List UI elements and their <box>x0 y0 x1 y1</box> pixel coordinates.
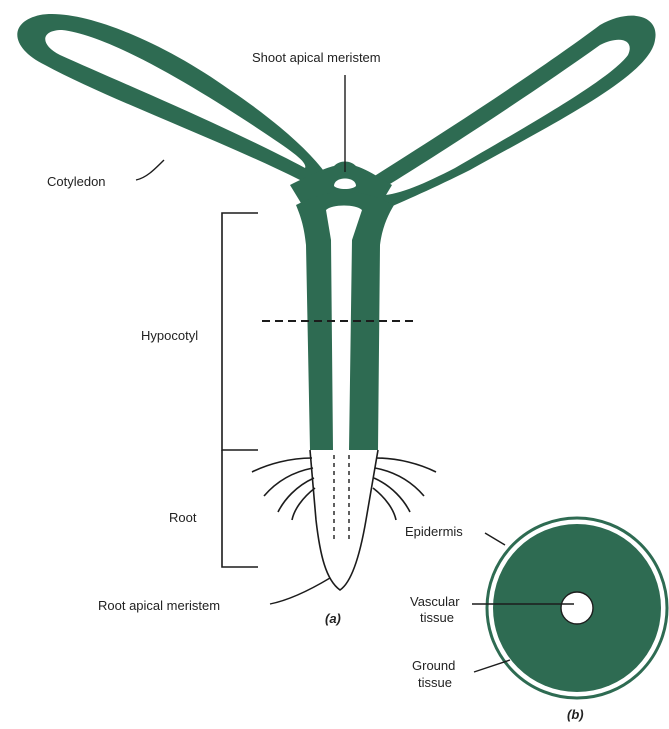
root-label: Root <box>169 510 197 525</box>
ground-tissue-leader <box>474 660 510 672</box>
caption-a: (a) <box>325 611 341 626</box>
cotyledon-label: Cotyledon <box>47 174 106 189</box>
hypocotyl-label: Hypocotyl <box>141 328 198 343</box>
root <box>310 450 378 590</box>
epidermis-leader <box>485 533 505 545</box>
root-apical-meristem-label: Root apical meristem <box>98 598 220 613</box>
cotyledon-leader <box>136 160 164 180</box>
ground-tissue-label-line1: Ground <box>412 658 455 673</box>
cross-section-panel-b: Epidermis Vascular tissue Ground tissue … <box>405 518 667 722</box>
right-cotyledon-lumen <box>372 40 630 196</box>
ground-tissue-label-line2: tissue <box>418 675 452 690</box>
root-hairs-left <box>252 458 315 520</box>
root-apical-meristem-leader <box>270 578 330 604</box>
shoot-apical-meristem-label: Shoot apical meristem <box>252 50 381 65</box>
epidermis-label: Epidermis <box>405 524 463 539</box>
caption-b: (b) <box>567 707 584 722</box>
hypocotyl-bracket <box>222 213 258 450</box>
vascular-tissue-label-line1: Vascular <box>410 594 460 609</box>
vascular-tissue-label-line2: tissue <box>420 610 454 625</box>
root-bracket <box>222 450 258 567</box>
cross-section-vascular-tissue <box>561 592 593 624</box>
root-hairs-right <box>373 458 436 520</box>
